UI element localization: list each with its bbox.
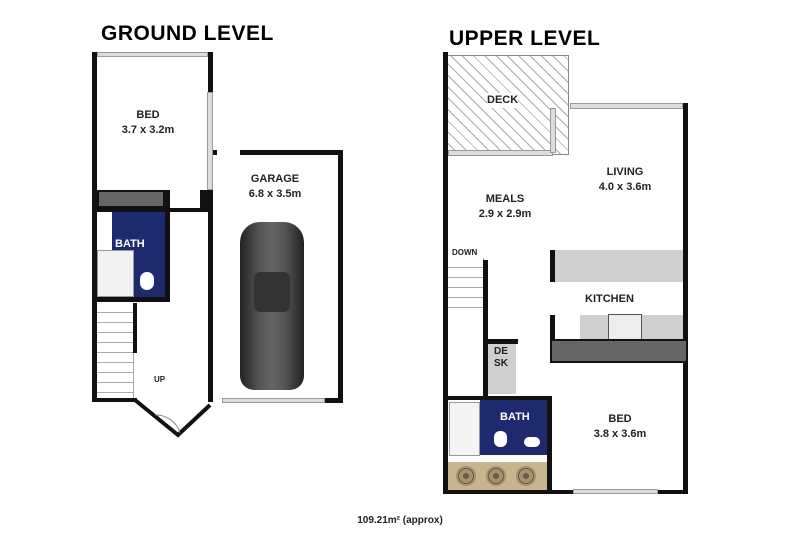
room-name: MEALS bbox=[485, 193, 525, 205]
room-size: 6.8 x 3.5m bbox=[248, 188, 302, 200]
window bbox=[573, 489, 658, 494]
wall bbox=[165, 212, 170, 302]
room-name: BED bbox=[136, 109, 160, 121]
room-name: BED bbox=[608, 413, 632, 425]
wall bbox=[208, 52, 213, 92]
wall bbox=[208, 212, 213, 402]
living-label: LIVING 4.0 x 3.6m bbox=[590, 165, 660, 195]
bench bbox=[550, 339, 688, 363]
room-size: 4.0 x 3.6m bbox=[598, 181, 652, 193]
wall bbox=[483, 260, 488, 397]
wall bbox=[200, 190, 213, 212]
garage-label: GARAGE 6.8 x 3.5m bbox=[245, 172, 305, 202]
upper-bed-label: BED 3.8 x 3.6m bbox=[585, 412, 655, 442]
rug-area bbox=[448, 462, 547, 490]
wall bbox=[448, 396, 550, 400]
rug-icon bbox=[516, 466, 536, 486]
kitchen-island bbox=[555, 250, 683, 282]
wall bbox=[443, 52, 448, 494]
wall bbox=[240, 150, 343, 155]
total-area: 109.21m² (approx) bbox=[357, 515, 443, 526]
wall bbox=[658, 490, 688, 494]
car-roof bbox=[254, 272, 290, 312]
ground-bath-label: BATH bbox=[115, 238, 145, 250]
toilet-icon bbox=[140, 272, 154, 290]
shower bbox=[97, 250, 134, 297]
wall bbox=[550, 250, 555, 282]
upper-stairs bbox=[448, 258, 484, 308]
room-size: 3.8 x 3.6m bbox=[593, 428, 647, 440]
desk bbox=[488, 344, 516, 394]
desk-label: DESK bbox=[494, 346, 508, 369]
wall bbox=[325, 398, 343, 403]
ground-bed-label: BED 3.7 x 3.2m bbox=[118, 108, 178, 138]
room-size: 2.9 x 2.9m bbox=[478, 208, 532, 220]
wall bbox=[443, 490, 573, 494]
window bbox=[97, 52, 208, 57]
wall bbox=[92, 52, 97, 402]
wall bbox=[133, 303, 137, 353]
upper-bath-label: BATH bbox=[500, 411, 530, 423]
wall bbox=[338, 150, 343, 403]
car-icon bbox=[240, 222, 304, 390]
room-size: 3.7 x 3.2m bbox=[121, 124, 175, 136]
garage-door[interactable] bbox=[222, 398, 325, 403]
ground-stairs-label: UP bbox=[154, 375, 166, 384]
ground-stairs bbox=[97, 303, 134, 398]
upper-level-title: UPPER LEVEL bbox=[449, 27, 601, 50]
wall bbox=[550, 315, 555, 345]
toilet-icon bbox=[494, 431, 507, 447]
ground-level-title: GROUND LEVEL bbox=[101, 22, 274, 45]
window bbox=[207, 92, 213, 190]
deck-label: DECK bbox=[487, 93, 519, 108]
sink-icon bbox=[524, 437, 540, 447]
window bbox=[570, 103, 683, 109]
wall bbox=[213, 150, 217, 155]
upper-stairs-label: DOWN bbox=[452, 248, 478, 257]
entry-bay bbox=[133, 398, 212, 438]
bathtub bbox=[449, 402, 480, 456]
rug-icon bbox=[456, 466, 476, 486]
bench bbox=[97, 190, 165, 208]
rug-icon bbox=[486, 466, 506, 486]
sliding-door bbox=[550, 108, 556, 153]
sliding-door bbox=[448, 150, 553, 156]
cooktop-icon bbox=[608, 314, 642, 340]
wall bbox=[97, 208, 209, 212]
wall bbox=[683, 103, 688, 494]
wall bbox=[165, 190, 170, 210]
wall bbox=[547, 396, 552, 494]
wall bbox=[488, 339, 518, 344]
room-name: LIVING bbox=[606, 166, 644, 178]
wall bbox=[97, 297, 165, 302]
kitchen-label: KITCHEN bbox=[585, 293, 634, 305]
room-name: GARAGE bbox=[250, 173, 300, 185]
meals-label: MEALS 2.9 x 2.9m bbox=[475, 192, 535, 222]
bath-floor bbox=[480, 400, 547, 455]
wall bbox=[92, 398, 137, 402]
